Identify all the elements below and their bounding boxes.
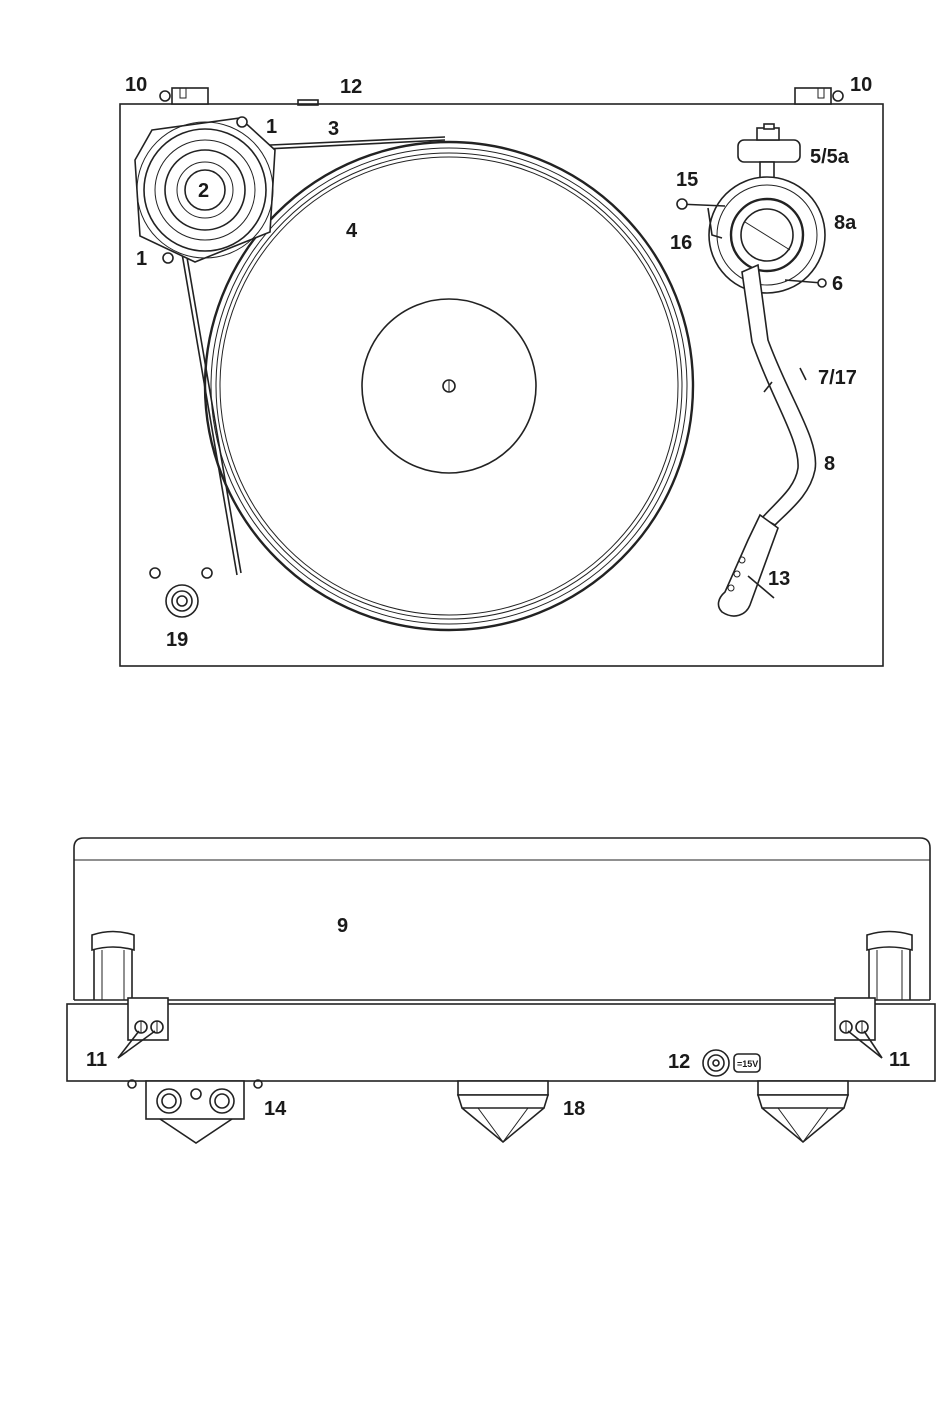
tonearm-assembly xyxy=(677,124,826,616)
foot-right xyxy=(758,1081,848,1142)
power-socket-top xyxy=(298,100,318,105)
label-dust-cover: 9 xyxy=(337,915,348,937)
label-counterweight: 5/5a xyxy=(810,146,850,168)
label-arm-base: 8a xyxy=(834,212,857,234)
label-platter: 4 xyxy=(346,220,358,242)
cover-hinge-left xyxy=(92,932,134,1001)
label-hinge-screws-left: 11 xyxy=(86,1049,107,1071)
label-feet: 18 xyxy=(563,1098,585,1120)
hinge-block-left xyxy=(118,998,168,1058)
tonearm-tube xyxy=(742,265,816,525)
label-antiskate: 15 xyxy=(676,169,698,191)
label-power-top: 12 xyxy=(340,76,362,98)
label-tonearm: 8 xyxy=(824,453,835,475)
plinth-rear xyxy=(67,1004,935,1081)
label-lift: 7/17 xyxy=(818,367,857,389)
label-motor-screw-bottom: 1 xyxy=(136,248,147,270)
label-motor-screw-top: 1 xyxy=(266,116,277,138)
label-headshell: 13 xyxy=(768,568,790,590)
rca-block xyxy=(128,1080,262,1143)
label-antiskate-weight: 16 xyxy=(670,232,692,254)
label-rca-outputs: 14 xyxy=(264,1098,287,1120)
label-hinge-left: 10 xyxy=(125,74,147,96)
label-voltage: =15V xyxy=(737,1059,758,1069)
label-hinge-screws-right: 11 xyxy=(889,1049,910,1071)
dust-cover xyxy=(74,838,930,1000)
rear-view: 9 11 11 12 =15V 14 18 xyxy=(67,838,935,1143)
label-speed-switch: 19 xyxy=(166,629,188,651)
top-view: 10 10 12 1 1 3 2 4 5/5a 15 16 8a 6 7/17 … xyxy=(120,74,883,666)
label-belt: 3 xyxy=(328,118,339,140)
tonearm-base xyxy=(709,177,825,293)
speed-switch xyxy=(150,568,212,617)
label-hinge-right: 10 xyxy=(850,74,872,96)
hinge-left xyxy=(160,88,208,104)
hinge-right xyxy=(795,88,843,104)
headshell xyxy=(718,515,778,616)
label-power-socket: 12 xyxy=(668,1051,690,1073)
counterweight xyxy=(738,140,800,162)
hinge-block-right xyxy=(835,998,882,1058)
label-pulley: 2 xyxy=(198,180,209,202)
cover-hinge-right xyxy=(867,932,912,1001)
label-height-screw: 6 xyxy=(832,273,843,295)
foot-center xyxy=(458,1081,548,1142)
spindle xyxy=(443,380,455,392)
